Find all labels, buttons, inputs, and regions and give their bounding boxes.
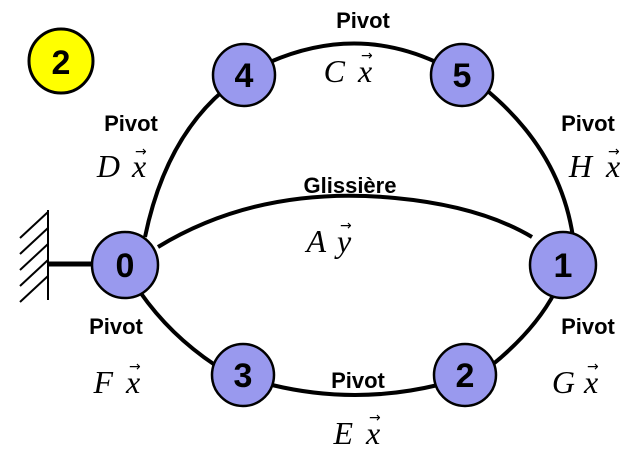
joint-D-label: Pivot D x →	[96, 111, 159, 184]
joint-C-label: Pivot C x →	[324, 8, 391, 89]
joint-E-label: Pivot E x →	[331, 368, 385, 451]
svg-text:4: 4	[235, 57, 254, 95]
joint-axis: x	[605, 148, 620, 184]
joint-point: E	[332, 415, 353, 451]
node-5: 5	[429, 42, 495, 108]
link-4-5	[269, 41, 437, 64]
vector-arrow-icon: →	[129, 359, 141, 375]
joint-A-label: Glissière A y →	[304, 173, 397, 259]
joint-axis: x	[583, 364, 598, 400]
joint-axis: x	[125, 364, 140, 400]
link-3-2	[271, 383, 439, 397]
svg-text:3: 3	[234, 357, 253, 395]
node-3: 3	[210, 342, 276, 408]
joint-type: Pivot	[561, 314, 615, 339]
node-2: 2	[432, 342, 498, 408]
joint-axis: x	[131, 148, 146, 184]
joint-point: D	[96, 148, 120, 184]
joint-axis: y	[334, 223, 352, 259]
joint-type: Pivot	[89, 314, 143, 339]
svg-text:5: 5	[453, 57, 472, 95]
joint-point: H	[568, 148, 594, 184]
joint-F-label: Pivot F x →	[89, 314, 143, 400]
joint-point: A	[304, 223, 326, 259]
node-4: 4	[211, 42, 277, 108]
link-5-1	[482, 86, 575, 238]
vector-arrow-icon: →	[361, 48, 373, 64]
ground-symbol	[19, 210, 100, 303]
joint-point: F	[92, 364, 113, 400]
joint-type: Pivot	[104, 111, 158, 136]
node-1: 1	[528, 230, 598, 300]
link-2-1	[490, 291, 557, 367]
joint-G-label: Pivot G x →	[552, 314, 616, 400]
vector-arrow-icon: →	[608, 144, 620, 160]
link-0-3	[138, 290, 217, 367]
svg-text:2: 2	[456, 357, 475, 395]
vector-arrow-icon: →	[587, 359, 599, 375]
badge-label: 2	[52, 44, 71, 82]
joint-H-label: Pivot H x →	[561, 111, 620, 184]
joint-axis: x	[357, 53, 372, 89]
joint-type: Pivot	[331, 368, 385, 393]
vector-arrow-icon: →	[135, 144, 147, 160]
svg-text:0: 0	[116, 247, 135, 285]
diagram-badge: 2	[27, 27, 95, 95]
vector-arrow-icon: →	[369, 410, 381, 426]
joint-type: Pivot	[561, 111, 615, 136]
link-0-1	[156, 193, 534, 249]
node-0: 0	[90, 230, 160, 300]
joint-type: Pivot	[336, 8, 390, 33]
joint-point: C	[324, 53, 346, 89]
link-0-4	[143, 88, 226, 238]
joint-point: G	[552, 364, 575, 400]
joint-axis: x	[365, 415, 380, 451]
svg-text:1: 1	[554, 247, 573, 285]
badge-circle	[27, 27, 95, 95]
vector-arrow-icon: →	[340, 218, 352, 234]
joint-type: Glissière	[304, 173, 397, 198]
